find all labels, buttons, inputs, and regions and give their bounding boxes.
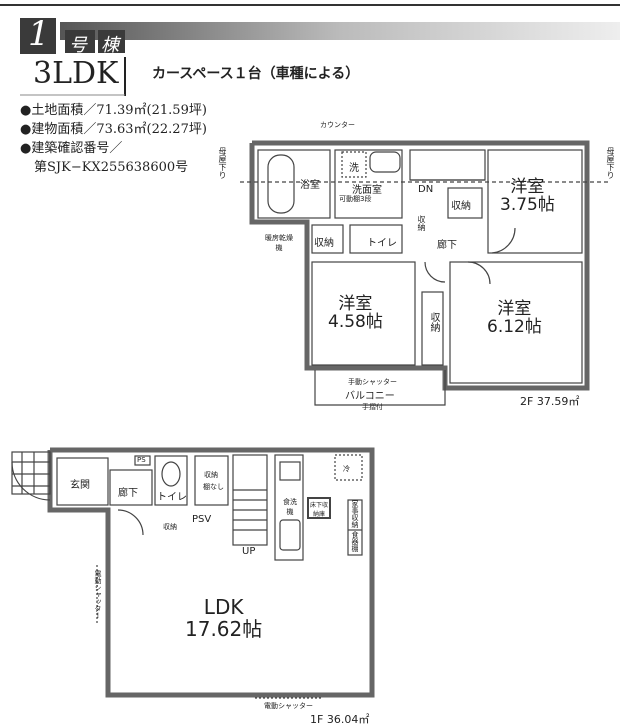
- hall-2f-label: 廊下: [437, 240, 457, 251]
- storage-closet-label: 収納: [428, 312, 439, 332]
- storage-1f-small-label: 収納: [163, 523, 177, 531]
- dishwasher-label: 食洗機: [283, 498, 297, 516]
- psv-label: PSV: [192, 514, 212, 525]
- ps-label: PS: [137, 456, 146, 464]
- no-shelf-label: 棚なし: [203, 483, 224, 491]
- floor1-area: 1F 36.04㎡: [310, 713, 370, 726]
- cupboard-label: 食器棚: [351, 531, 359, 552]
- up-label: UP: [242, 546, 256, 557]
- header-band: [60, 22, 620, 40]
- electric-shutter-left-label: 電動シャッター: [94, 570, 102, 619]
- permit-label: ●建築確認番号／: [20, 141, 123, 156]
- washer-label: 洗: [349, 163, 359, 174]
- room-name: 洋室: [338, 294, 373, 314]
- toilet-2f-label: トイレ: [367, 238, 397, 249]
- heater-label: 暖房乾燥機: [265, 234, 293, 252]
- floor1-walls: [47, 447, 375, 698]
- room-size: 17.62帖: [185, 617, 263, 641]
- fridge-label: 冷: [343, 465, 350, 473]
- land-area: ●土地面積／71.39㎡(21.59坪): [20, 103, 207, 118]
- toilet-1f-label: トイレ: [157, 492, 187, 503]
- entrance-label: 玄関: [70, 480, 90, 491]
- handrail-label: 手摺付: [362, 403, 383, 411]
- storage-left-label: 収納: [314, 238, 334, 249]
- balcony-label: バルコニー: [345, 391, 395, 402]
- building-number: 1: [28, 14, 50, 54]
- room-size: 4.58帖: [328, 312, 383, 332]
- bath-label: 浴室: [300, 180, 320, 191]
- building-area: ●建物面積／73.63㎡(22.27坪): [20, 122, 207, 137]
- underfloor-storage-label: 床下収納庫: [309, 502, 328, 518]
- tou-label: 棟: [101, 35, 119, 56]
- wash-room-label: 洗面室: [352, 185, 382, 196]
- hall-1f-label: 廊下: [118, 488, 138, 499]
- eave-left-label: 母屋下り: [218, 147, 227, 179]
- storage-1f-label: 収納: [204, 471, 218, 479]
- room-name: LDK: [203, 595, 244, 619]
- eave-right-label: 母屋下り: [606, 147, 615, 179]
- electric-shutter-bottom-label: 電動シャッター: [264, 702, 313, 710]
- storage-3-75-label: 収納: [451, 201, 471, 212]
- floor2-area: 2F 37.59㎡: [520, 395, 580, 408]
- storage-small-label: 収納: [417, 215, 426, 231]
- gou-box: [65, 30, 95, 53]
- parking-info: カースペース１台（車種による）: [152, 66, 360, 82]
- permit-number: 第SJK−KX255638600号: [34, 160, 189, 175]
- counter-label: カウンター: [320, 121, 355, 129]
- layout-type: 3LDK: [33, 56, 119, 91]
- room-name: 洋室: [497, 299, 532, 319]
- number-box: [20, 18, 56, 54]
- housework-storage-label: 家事収納: [351, 500, 359, 528]
- room-size: 6.12帖: [487, 317, 542, 337]
- gou-label: 号: [69, 35, 87, 56]
- floor2-rooms: [240, 149, 610, 406]
- down-label: DN: [418, 184, 434, 195]
- floor1-rooms: [11, 451, 363, 699]
- floor2-walls: [249, 140, 590, 391]
- room-name: 洋室: [510, 177, 545, 197]
- manual-shutter-label: 手動シャッター: [348, 378, 397, 386]
- tou-box: [98, 30, 125, 53]
- shelf-label: 可動棚3段: [339, 195, 372, 203]
- room-size: 3.75帖: [500, 195, 555, 215]
